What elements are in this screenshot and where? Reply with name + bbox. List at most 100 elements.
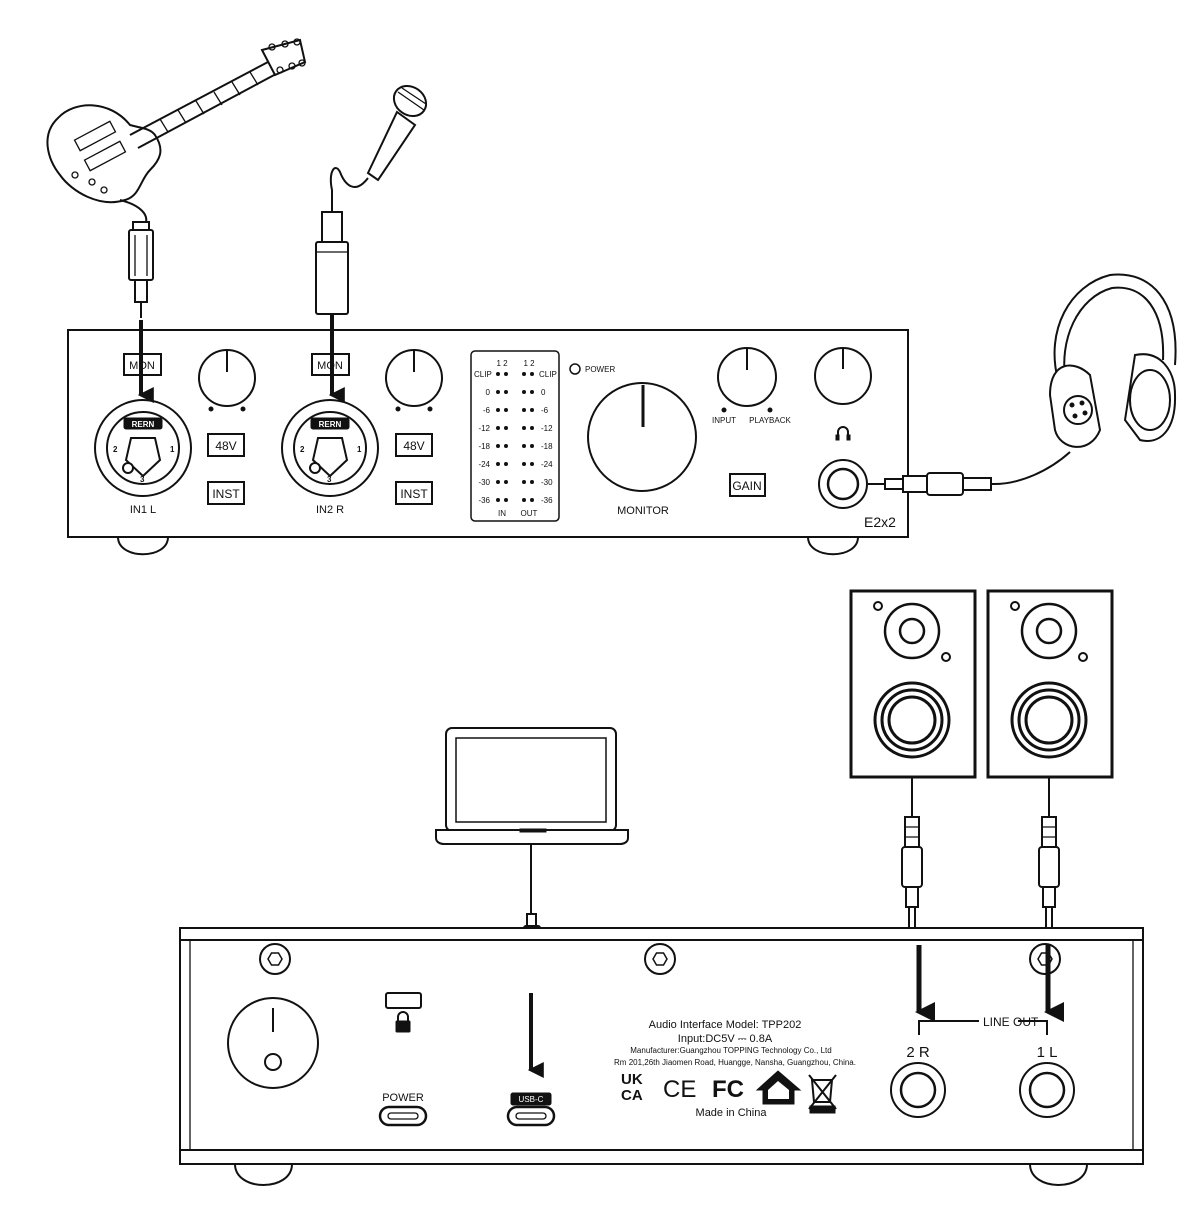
- rear-panel: POWER USB-C Audio Interface Model: TPP20…: [179, 927, 1144, 1186]
- info-model: Audio Interface Model: TPP202: [649, 1019, 802, 1031]
- meter-level-left: -24: [478, 460, 490, 469]
- weee-bin-icon: [808, 1074, 837, 1114]
- meter-led: [522, 462, 526, 466]
- speaker-left-icon: [849, 589, 977, 817]
- meter-led: [504, 408, 508, 412]
- line-out-label: LINE OUT: [983, 1015, 1039, 1029]
- phantom-48v-button-2[interactable]: [395, 433, 433, 457]
- meter-row: -24-24: [478, 460, 553, 469]
- phantom-48v-label-2: 48V: [403, 439, 424, 453]
- out-right-label: 2 R: [906, 1044, 930, 1061]
- clip-led: [530, 372, 534, 376]
- pin-label-3b: 3: [327, 475, 332, 484]
- kensington-lock-icon: [395, 1011, 411, 1033]
- meter-in-channels: 1 2: [496, 359, 508, 368]
- power-led-label: POWER: [585, 365, 615, 374]
- electric-guitar-icon: [46, 38, 307, 226]
- ukca-bottom: CA: [621, 1087, 643, 1104]
- ukca-mark-icon: UK CA: [621, 1071, 643, 1104]
- meter-level-left: -36: [478, 496, 490, 505]
- meter-led: [496, 444, 500, 448]
- meter-out-label: OUT: [521, 509, 538, 518]
- inst-button-2[interactable]: [395, 481, 433, 505]
- meter-led: [522, 426, 526, 430]
- meter-led: [496, 408, 500, 412]
- meter-row: -18 -18: [478, 442, 553, 451]
- power-usb-c-port[interactable]: [378, 1105, 428, 1127]
- meter-level-right: -6: [541, 406, 549, 415]
- meter-led: [530, 408, 534, 412]
- meter-led: [504, 498, 508, 502]
- meter-led: [522, 408, 526, 412]
- meter-level-left: -18: [478, 442, 490, 451]
- playback-mix-label: PLAYBACK: [749, 416, 791, 425]
- monitor-knob[interactable]: [587, 382, 697, 492]
- inst-label-2: INST: [400, 487, 428, 501]
- meter-level-right: -36: [541, 496, 553, 505]
- microphone-icon: [329, 84, 428, 212]
- kensington-slot: [385, 992, 422, 1009]
- xlr-plug: [315, 211, 349, 315]
- monitor-label: MONITOR: [617, 505, 669, 517]
- meter-level-right: 0: [541, 388, 546, 397]
- meter-led: [522, 498, 526, 502]
- laptop-icon: [435, 727, 629, 914]
- meter-led: [496, 426, 500, 430]
- phantom-48v-button-1[interactable]: [207, 433, 245, 457]
- meter-level-left: 0: [486, 388, 491, 397]
- phantom-48v-label-1: 48V: [215, 439, 236, 453]
- meter-led: [530, 498, 534, 502]
- headphones-icon: [1048, 273, 1177, 448]
- meter-level-left: -30: [478, 478, 490, 487]
- meter-led: [504, 426, 508, 430]
- meter-clip-left: CLIP: [474, 370, 492, 379]
- pin-label-2a: 2: [113, 445, 118, 454]
- meter-led: [530, 426, 534, 430]
- info-manufacturer: Manufacturer:Guangzhou TOPPING Technolog…: [630, 1046, 831, 1055]
- meter-clip-right: CLIP: [539, 370, 557, 379]
- meter-led: [496, 390, 500, 394]
- meter-led: [496, 462, 500, 466]
- house-recycle-icon: [755, 1070, 802, 1105]
- pin-label-2b: 2: [300, 445, 305, 454]
- power-switch-knob[interactable]: [227, 997, 319, 1089]
- gain-button[interactable]: [729, 473, 766, 497]
- fcc-mark-icon: FC: [712, 1076, 744, 1103]
- combo-brand-1: RERN: [132, 420, 155, 429]
- meter-led: [504, 462, 508, 466]
- meter-row: -36 -36: [478, 496, 553, 505]
- meter-level-right: -30: [541, 478, 553, 487]
- headphone-icon: [835, 426, 851, 441]
- meter-led: [522, 480, 526, 484]
- clip-led: [504, 372, 508, 376]
- speaker-right-icon: [986, 589, 1114, 817]
- gain-button-label: GAIN: [732, 479, 761, 493]
- meter-led: [530, 390, 534, 394]
- inst-label-1: INST: [212, 487, 240, 501]
- meter-led: [496, 480, 500, 484]
- inst-button-1[interactable]: [207, 481, 245, 505]
- pin-label-1b: 1: [357, 445, 362, 454]
- input1-label: IN1 L: [130, 504, 156, 516]
- meter-row: -30 -30: [478, 478, 553, 487]
- meter-level-right: -12: [541, 424, 553, 433]
- input2-label: IN2 R: [316, 504, 344, 516]
- front-panel: MON RERN 2 1 3 IN1 L 48V INST MON RERN 2…: [67, 329, 909, 556]
- usb-c-data-port[interactable]: [506, 1105, 556, 1127]
- made-in-label: Made in China: [696, 1107, 768, 1119]
- speaker-right-plug: [1038, 816, 1060, 936]
- meter-level-left: -12: [478, 424, 490, 433]
- model-badge: E2x2: [864, 514, 896, 530]
- clip-led: [496, 372, 500, 376]
- usb-c-label: USB-C: [519, 1095, 544, 1104]
- meter-level-right: -18: [541, 442, 553, 451]
- meter-led: [496, 498, 500, 502]
- meter-row: -12 -12: [478, 424, 553, 433]
- meter-level-left: -6: [483, 406, 491, 415]
- headphone-plug: [868, 451, 1071, 496]
- info-input: Input:DC5V ⎓ 0.8A: [678, 1033, 773, 1045]
